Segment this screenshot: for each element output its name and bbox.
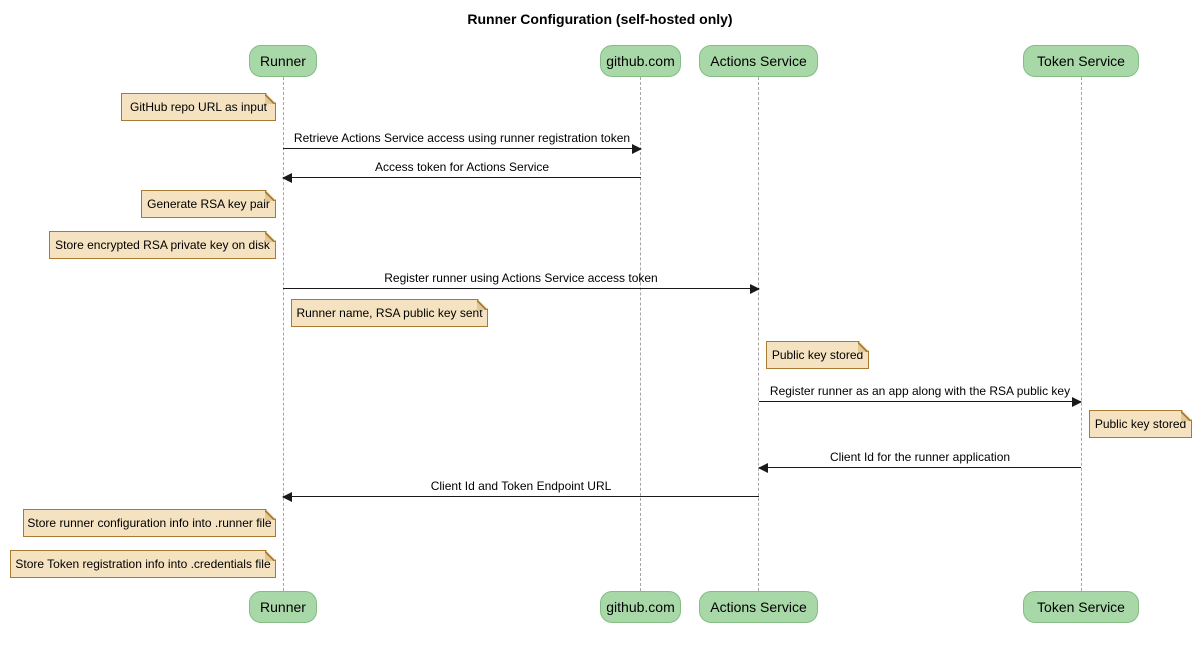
message-client-id-endpoint: Client Id and Token Endpoint URL <box>282 479 759 502</box>
message-arrow-line <box>283 284 760 294</box>
note-runner-name-sent: Runner name, RSA public key sent <box>291 299 488 327</box>
participant-github-com-bottom: github.com <box>600 591 681 623</box>
participant-github-com-top: github.com <box>600 45 681 77</box>
message-register-runner: Register runner using Actions Service ac… <box>283 271 760 294</box>
message-arrow-line <box>759 397 1082 407</box>
note-store-runner-file: Store runner configuration info into .ru… <box>23 509 276 537</box>
message-label: Client Id and Token Endpoint URL <box>430 479 612 493</box>
arrowhead-left-icon <box>282 492 292 502</box>
message-arrow-line <box>282 173 641 183</box>
participant-token-service-top: Token Service <box>1023 45 1139 77</box>
message-label: Client Id for the runner application <box>829 450 1011 464</box>
message-label: Access token for Actions Service <box>374 160 550 174</box>
message-client-id-runner-app: Client Id for the runner application <box>758 450 1081 473</box>
participant-actions-service-top: Actions Service <box>699 45 818 77</box>
message-label: Register runner as an app along with the… <box>769 384 1071 398</box>
lifeline-github-com <box>640 77 641 591</box>
message-label: Retrieve Actions Service access using ru… <box>293 131 631 145</box>
participant-runner-bottom: Runner <box>249 591 317 623</box>
message-access-token: Access token for Actions Service <box>282 160 641 183</box>
lifeline-actions-service <box>758 77 759 591</box>
note-store-credentials-file: Store Token registration info into .cred… <box>10 550 276 578</box>
arrowhead-left-icon <box>282 173 292 183</box>
note-generate-rsa-key: Generate RSA key pair <box>141 190 276 218</box>
diagram-title: Runner Configuration (self-hosted only) <box>467 11 733 27</box>
participant-token-service-bottom: Token Service <box>1023 591 1139 623</box>
arrowhead-left-icon <box>758 463 768 473</box>
arrowhead-right-icon <box>632 144 642 154</box>
message-arrow-line <box>282 492 759 502</box>
note-public-key-stored-token: Public key stored <box>1089 410 1192 438</box>
message-arrow-line <box>758 463 1081 473</box>
message-arrow-line <box>283 144 642 154</box>
note-github-repo-url: GitHub repo URL as input <box>121 93 276 121</box>
participant-actions-service-bottom: Actions Service <box>699 591 818 623</box>
lifeline-runner <box>283 77 284 591</box>
message-register-runner-app: Register runner as an app along with the… <box>759 384 1082 407</box>
message-label: Register runner using Actions Service ac… <box>384 271 658 285</box>
arrowhead-right-icon <box>750 284 760 294</box>
message-retrieve-actions-access: Retrieve Actions Service access using ru… <box>283 131 642 154</box>
lifeline-token-service <box>1081 77 1082 591</box>
note-store-private-key: Store encrypted RSA private key on disk <box>49 231 276 259</box>
participant-runner-top: Runner <box>249 45 317 77</box>
arrowhead-right-icon <box>1072 397 1082 407</box>
note-public-key-stored-actions: Public key stored <box>766 341 869 369</box>
